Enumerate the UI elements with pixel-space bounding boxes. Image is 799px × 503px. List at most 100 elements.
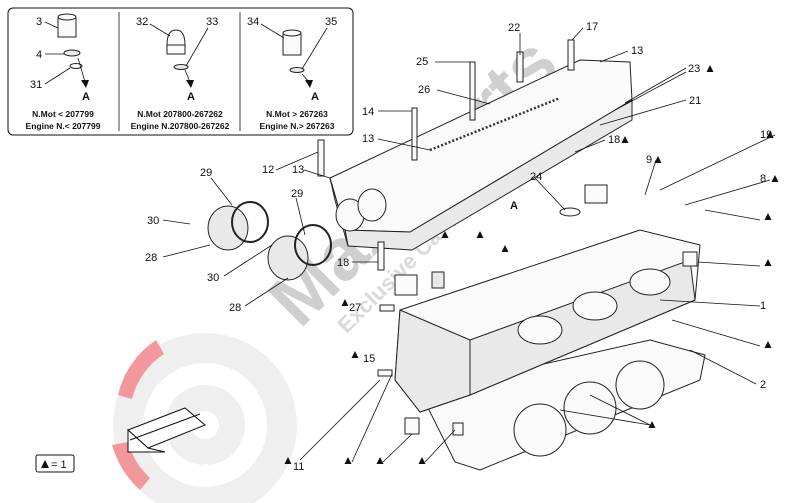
inset-frame	[7, 7, 354, 136]
callout-27: 27	[349, 302, 361, 314]
callout-18: 18	[337, 257, 349, 269]
plug	[404, 417, 420, 435]
folder-arrow-icon	[127, 407, 206, 453]
plug	[452, 422, 464, 436]
callout-34: 34	[247, 16, 259, 28]
callout-14: 14	[362, 106, 374, 118]
washer-part	[63, 49, 81, 57]
variant-inset: 3 4 31 A N.Mot < 207799 Engine N.< 20779…	[7, 7, 354, 136]
triangle-marker-icon	[706, 65, 714, 72]
callout-13: 13	[362, 133, 374, 145]
engine-range-line1: N.Mot < 207799	[32, 109, 94, 119]
callout-3: 3	[36, 16, 42, 28]
bushing-part	[431, 271, 445, 289]
seal-part	[289, 67, 305, 73]
callout-30: 30	[147, 215, 159, 227]
triangle-marker-icon	[621, 136, 629, 143]
triangle-marker-icon	[766, 131, 774, 138]
cam-cover-lower	[267, 224, 332, 281]
plug	[682, 251, 698, 267]
callout-15: 15	[363, 353, 375, 365]
bolt-14	[411, 107, 418, 161]
arrow-label: A	[311, 91, 319, 103]
cam-cover-upper	[207, 201, 269, 251]
callout-33: 33	[206, 16, 218, 28]
callout-28: 28	[229, 302, 241, 314]
triangle-marker-icon	[441, 231, 449, 238]
engine-range-line1: N.Mot 207800-267262	[137, 109, 223, 119]
callout-25: 25	[416, 56, 428, 68]
bolt-25	[469, 61, 476, 121]
triangle-marker-icon	[284, 457, 292, 464]
callout-21: 21	[689, 95, 701, 107]
engine-range-line2: Engine N.< 207799	[26, 121, 101, 131]
callout-4: 4	[36, 49, 42, 61]
callout-31: 31	[30, 79, 42, 91]
bearing-cap	[584, 184, 608, 204]
triangle-marker-icon	[341, 299, 349, 306]
bearing-cap	[394, 274, 418, 296]
callout-24: 24	[530, 171, 542, 183]
triangle-marker-icon	[41, 460, 49, 468]
triangle-marker-icon	[771, 175, 779, 182]
triangle-marker-icon	[376, 457, 384, 464]
callout-13: 13	[631, 45, 643, 57]
callout-12: 12	[262, 164, 274, 176]
cover-gasket	[429, 96, 561, 152]
callout-22: 22	[508, 22, 520, 34]
triangle-marker-icon	[351, 351, 359, 358]
seal-part	[69, 63, 83, 69]
inset-panel-3: 34 35 A N.Mot > 267263 Engine N.> 267263	[247, 16, 337, 131]
callout-17: 17	[586, 21, 598, 33]
callout-a: A	[510, 200, 518, 212]
inset-panel-2: 32 33 A N.Mot 207800-267262 Engine N.207…	[131, 16, 230, 131]
stud-27	[379, 304, 395, 312]
callout-11: 11	[293, 461, 304, 473]
callout-32: 32	[136, 16, 148, 28]
callout-1: 1	[760, 300, 766, 312]
triangle-marker-icon	[764, 341, 772, 348]
triangle-marker-icon	[344, 457, 352, 464]
cylinder-head-assembly	[207, 39, 706, 471]
inset-panel-1: 3 4 31 A N.Mot < 207799 Engine N.< 20779…	[26, 13, 101, 131]
callout-18: 18	[608, 134, 620, 146]
cap-part	[166, 29, 186, 46]
seal-24	[559, 207, 581, 217]
breather-22	[516, 51, 524, 83]
bolt-18	[377, 241, 385, 271]
triangle-marker-icon	[654, 156, 662, 163]
triangle-marker-icon	[764, 213, 772, 220]
legend-value: = 1	[51, 459, 67, 471]
callouts: 22 17 13 25 23 26 21 14 13 18 19 12 13 9…	[145, 21, 772, 473]
callout-9: 9	[646, 154, 652, 166]
callout-13: 13	[292, 164, 304, 176]
callout-29: 29	[291, 188, 303, 200]
bolt-17	[567, 39, 575, 71]
callout-26: 26	[418, 84, 430, 96]
engine-range-line2: Engine N.> 267263	[260, 121, 335, 131]
engine-range-line1: N.Mot > 267263	[266, 109, 328, 119]
callout-29: 29	[200, 167, 212, 179]
callout-30: 30	[207, 272, 219, 284]
triangle-markers	[284, 65, 779, 464]
callout-2: 2	[760, 379, 766, 391]
triangle-marker-icon	[418, 457, 426, 464]
callout-28: 28	[145, 252, 157, 264]
arrow-label: A	[187, 91, 195, 103]
leader-lines	[162, 27, 776, 463]
callout-23: 23	[688, 63, 700, 75]
legend-box: = 1	[35, 454, 75, 473]
callout-8: 8	[760, 173, 766, 185]
seal-part	[173, 64, 189, 70]
engine-range-line2: Engine N.207800-267262	[131, 121, 230, 131]
callout-35: 35	[325, 16, 337, 28]
triangle-marker-icon	[476, 231, 484, 238]
triangle-marker-icon	[501, 245, 509, 252]
arrow-a-icon	[77, 57, 86, 83]
triangle-marker-icon	[648, 421, 656, 428]
stud-15	[377, 369, 393, 377]
triangle-marker-icon	[764, 259, 772, 266]
brake-disc-logo-icon	[112, 333, 297, 503]
arrow-label: A	[82, 91, 90, 103]
